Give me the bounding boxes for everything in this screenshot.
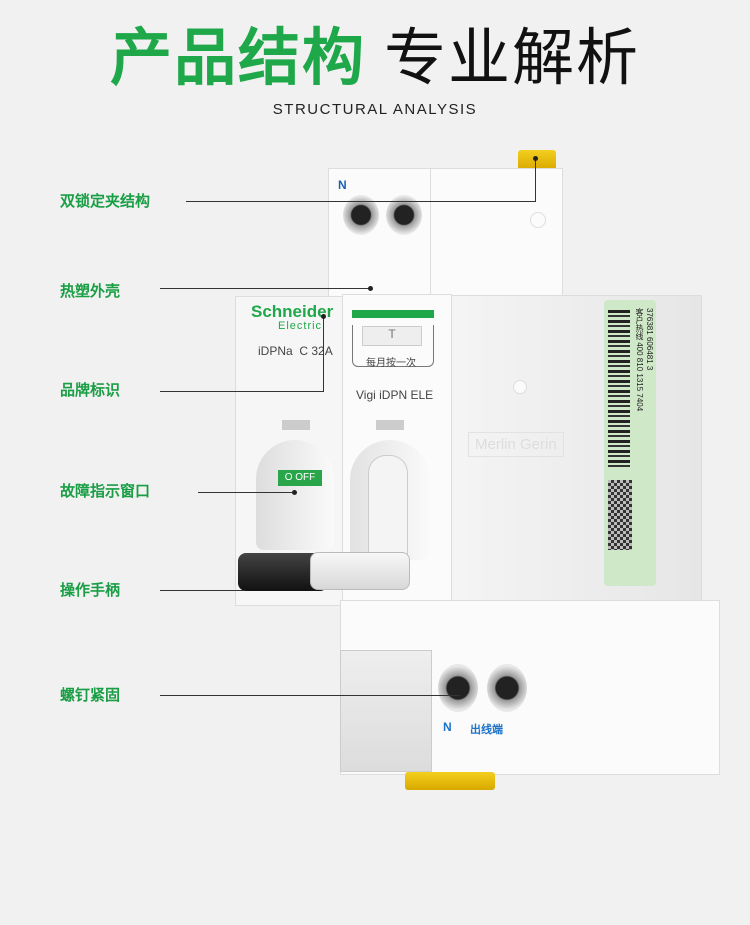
label-line: 7404	[635, 393, 644, 412]
leader-line	[160, 590, 245, 591]
label-line: 376381	[645, 308, 654, 335]
label-line: 客户热线 400 810 1315	[635, 308, 644, 392]
indicator-slot	[282, 420, 310, 430]
outlet-label: 出线端	[470, 724, 503, 736]
qr-code	[608, 480, 632, 550]
callout-handle: 操作手柄	[60, 581, 121, 599]
label-line: 3	[645, 365, 654, 371]
leader-line	[160, 288, 370, 289]
leader-line	[160, 391, 324, 392]
neutral-bottom-label: N	[443, 720, 452, 734]
model-right: Vigi iDPN ELE	[356, 388, 434, 402]
leader-line	[160, 695, 462, 696]
side-emboss: Merlin Gerin	[468, 432, 564, 457]
side-body	[440, 295, 702, 605]
upper-body	[328, 168, 563, 303]
fault-window: O OFF	[278, 470, 322, 486]
leader-dot	[292, 490, 297, 495]
leader-dot	[533, 156, 538, 161]
callout-thermoplastic-shell: 热塑外壳	[60, 282, 121, 300]
callout-dual-lock: 双锁定夹结构	[60, 192, 151, 210]
terminal-screw	[438, 664, 478, 712]
leader-line	[198, 492, 294, 493]
test-button[interactable]: T	[362, 326, 422, 346]
brand-sub: Electric	[278, 320, 323, 332]
indicator-slot	[376, 420, 404, 430]
leader-line	[535, 160, 536, 201]
callout-brand-logo: 品牌标识	[60, 381, 121, 399]
leader-line	[323, 316, 324, 391]
subtitle: STRUCTURAL ANALYSIS	[272, 101, 478, 118]
title-green: 产品结构	[109, 21, 366, 94]
toggle-lever[interactable]	[368, 455, 408, 565]
leader-dot	[460, 693, 465, 698]
label-line: 606481	[645, 336, 654, 364]
green-bar	[352, 310, 434, 318]
terminal-screw	[487, 664, 527, 712]
barcode	[608, 310, 630, 470]
lower-cover	[340, 650, 432, 772]
leader-line	[186, 201, 536, 202]
leader-dot	[321, 314, 326, 319]
hole	[513, 380, 527, 394]
leader-dot	[368, 286, 373, 291]
divider	[430, 168, 431, 303]
title-black: 专业解析	[384, 21, 641, 94]
callout-fault-window: 故障指示窗口	[60, 482, 151, 500]
handle-bar[interactable]	[310, 552, 410, 590]
toggle-housing	[256, 440, 334, 550]
model-left: iDPNa C 32A	[258, 344, 333, 358]
hole	[530, 212, 546, 228]
test-bracket	[352, 325, 434, 367]
bottom-clip	[405, 772, 495, 790]
page-title: 产品结构专业解析	[0, 18, 750, 98]
callout-screw-fastening: 螺钉紧固	[60, 686, 121, 704]
neutral-top-label: N	[338, 178, 347, 192]
brand-logo: Schneider	[251, 302, 334, 321]
test-hint: 每月按一次	[366, 358, 416, 369]
